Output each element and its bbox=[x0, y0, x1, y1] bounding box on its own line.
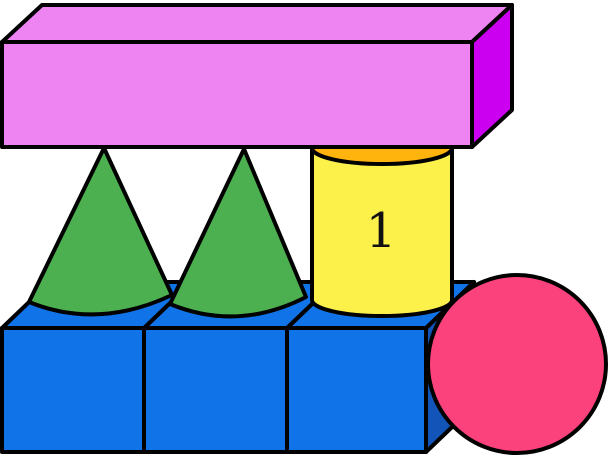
cones bbox=[27, 146, 308, 319]
cube-2-front-face bbox=[142, 326, 289, 454]
cone-right bbox=[168, 147, 308, 319]
cube-3-front-face bbox=[285, 326, 428, 454]
cube-1-front-face bbox=[0, 326, 146, 454]
prism-top-face bbox=[0, 3, 514, 44]
cylinder-body bbox=[310, 146, 454, 318]
cylinder-label: 1 bbox=[366, 203, 397, 259]
rectangular-prism bbox=[0, 3, 514, 149]
cone-left bbox=[27, 146, 174, 317]
sphere bbox=[426, 273, 608, 455]
cylinder: 1 bbox=[310, 130, 454, 318]
prism-front-face bbox=[0, 40, 474, 149]
